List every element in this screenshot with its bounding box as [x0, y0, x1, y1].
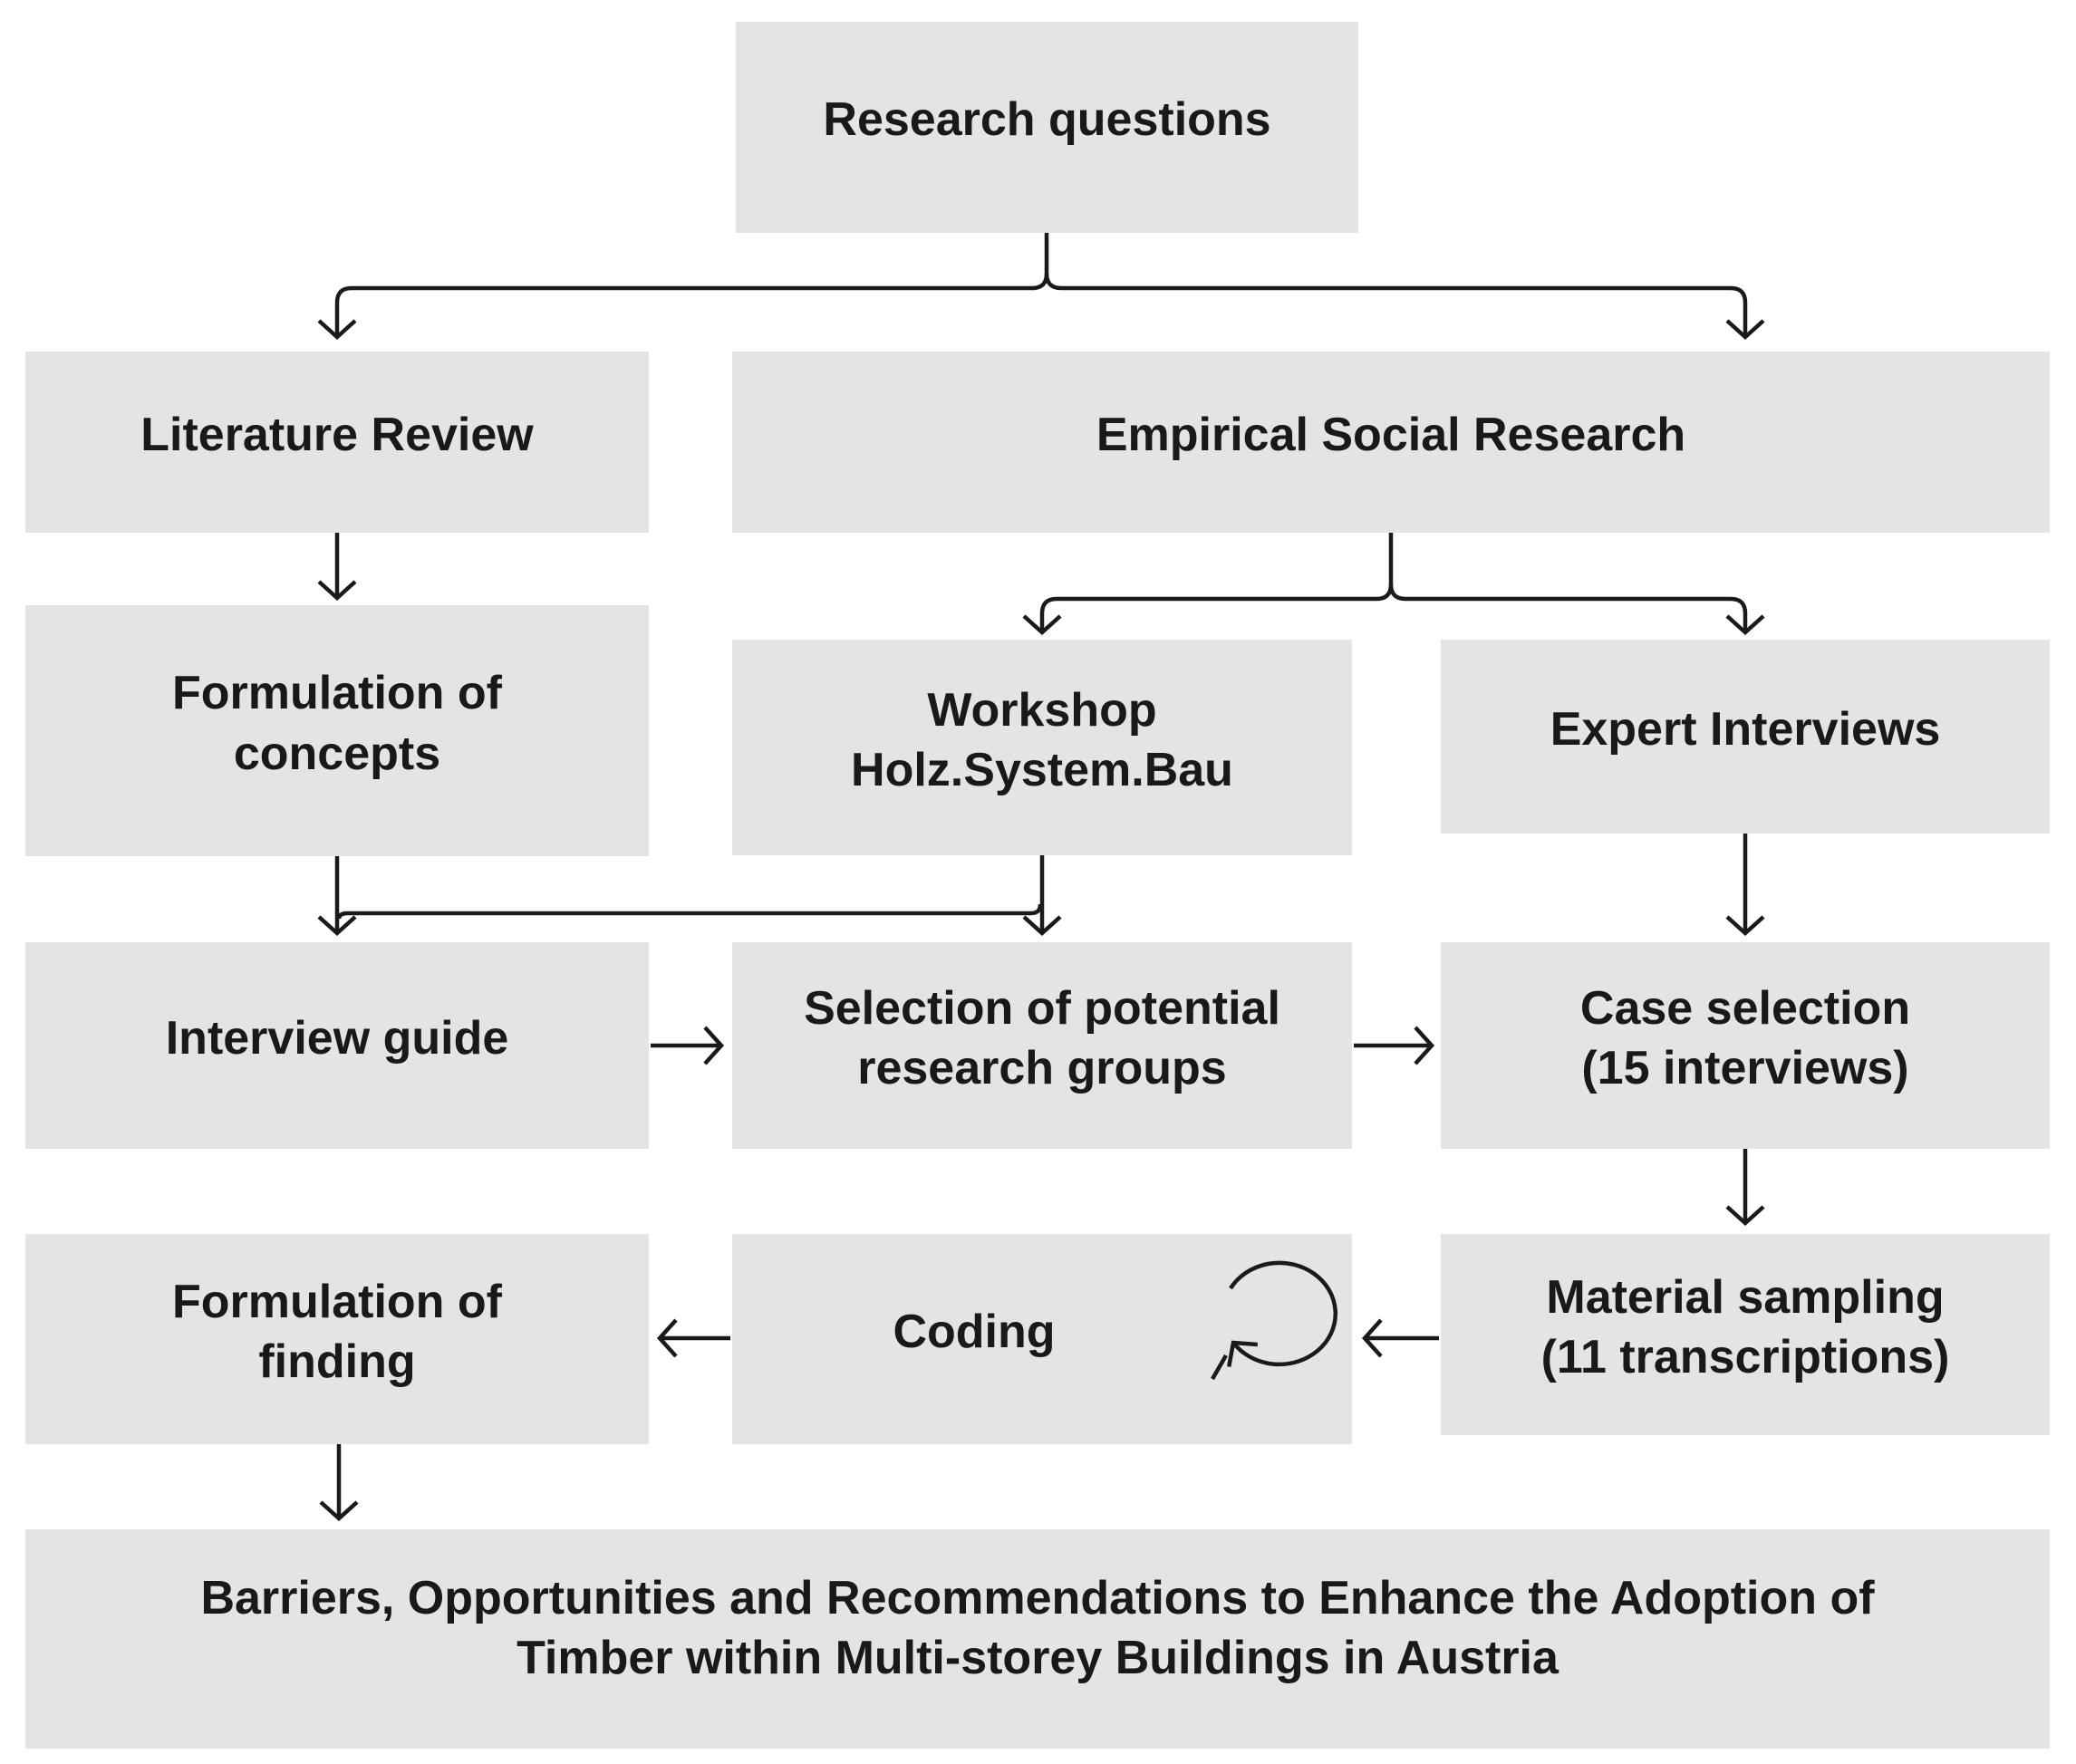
node-interview-guide: Interview guide — [25, 942, 649, 1149]
research-questions-branch — [317, 233, 1765, 341]
arrow-research-to-empirical — [1044, 273, 1765, 341]
arrow-empirical-to-workshop — [1022, 533, 1394, 636]
concepts-workshop-ladder — [317, 855, 1062, 937]
node-workshop-holz-system-bau-label: Workshop Holz.System.Bau — [851, 683, 1233, 796]
node-research-questions: Research questions — [736, 22, 1358, 233]
node-selection-of-potential-research-groups: Selection of potential research groups — [732, 942, 1352, 1149]
arrow-research-to-literature-review — [317, 233, 1049, 341]
node-research-questions-label: Research questions — [823, 93, 1271, 147]
node-material-sampling-label: Material sampling (11 transcriptions) — [1540, 1270, 1950, 1383]
node-material-sampling: Material sampling (11 transcriptions) — [1441, 1234, 2050, 1435]
node-coding-label: Coding — [893, 1305, 1056, 1358]
node-outcome-barriers-opportunities-recommendations: Barriers, Opportunities and Recommendati… — [25, 1529, 2050, 1749]
node-formulation-of-concepts-label: Formulation of concepts — [172, 667, 502, 780]
node-literature-review: Literature Review — [25, 352, 649, 533]
node-empirical-social-research-label: Empirical Social Research — [1096, 408, 1686, 461]
node-formulation-of-finding: Formulation of finding — [25, 1234, 649, 1444]
node-expert-interviews: Expert Interviews — [1441, 640, 2050, 834]
connector-concepts-to-workshop-line — [336, 903, 1043, 920]
node-interview-guide-label: Interview guide — [165, 1011, 509, 1065]
node-case-selection: Case selection (15 interviews) — [1441, 942, 2050, 1149]
node-outcome-label: Barriers, Opportunities and Recommendati… — [200, 1571, 1875, 1684]
empirical-branch — [1022, 533, 1765, 636]
node-coding: Coding — [732, 1234, 1352, 1444]
node-formulation-of-finding-label: Formulation of finding — [172, 1275, 502, 1388]
node-case-selection-label: Case selection (15 interviews) — [1579, 981, 1911, 1094]
node-literature-review-label: Literature Review — [140, 408, 534, 461]
node-workshop-holz-system-bau: Workshop Holz.System.Bau — [732, 640, 1352, 855]
node-formulation-of-concepts: Formulation of concepts — [25, 605, 649, 856]
node-expert-interviews-label: Expert Interviews — [1550, 702, 1941, 756]
arrow-empirical-to-expert-interviews — [1388, 583, 1765, 636]
node-empirical-social-research: Empirical Social Research — [732, 352, 2050, 533]
node-selection-of-potential-research-groups-label: Selection of potential research groups — [804, 981, 1280, 1094]
